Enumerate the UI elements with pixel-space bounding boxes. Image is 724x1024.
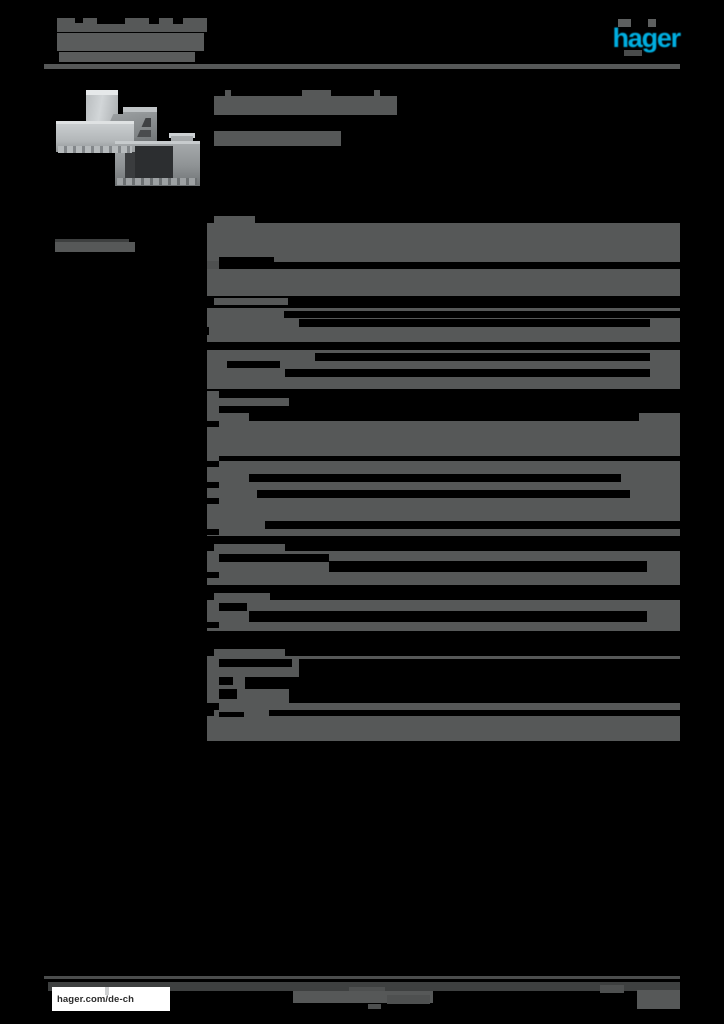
- title-notch: [97, 18, 125, 24]
- spec-row-gap: [207, 482, 219, 488]
- spec-row-gap: [219, 554, 329, 562]
- spec-row-gap: [315, 353, 650, 361]
- spec-row-gap: [207, 703, 219, 710]
- spec-label-cap: [214, 544, 285, 551]
- header-divider: [44, 64, 680, 69]
- logo-redaction: [624, 50, 642, 56]
- spec-row-gap: [207, 529, 219, 535]
- page-title-line-1: [57, 18, 207, 32]
- footer-center-text: [368, 1004, 381, 1009]
- product-name-ascender: [302, 90, 331, 98]
- hager-logo: hager: [596, 19, 681, 56]
- page-header: hager: [0, 0, 724, 80]
- spec-row-gap: [245, 677, 680, 689]
- spec-row-gap: [299, 319, 650, 327]
- product-photo: [53, 88, 203, 190]
- hager-website-url-text: hager.com/de-ch: [57, 993, 134, 1005]
- product-name-ascender: [374, 90, 380, 98]
- page-title-line-3: [59, 52, 195, 62]
- spec-row-gap: [207, 741, 680, 744]
- module-perforation-strip: [117, 178, 197, 185]
- footer-band: [48, 982, 680, 991]
- spec-row-gap: [207, 536, 680, 543]
- product-name-heading: [207, 88, 680, 116]
- spec-row-gap: [219, 406, 680, 413]
- logo-redaction: [618, 19, 631, 27]
- product-reference-text: [214, 131, 341, 146]
- logo-redaction: [648, 19, 656, 27]
- spec-row-gap: [329, 561, 647, 572]
- spec-row-gap: [219, 603, 247, 611]
- spec-row-gap: [219, 677, 233, 685]
- footer-divider: [44, 976, 680, 979]
- module-side-top-edge: [169, 133, 195, 138]
- spec-row-marker: [207, 261, 219, 269]
- spec-row-gap: [207, 342, 680, 350]
- trunking-vertical-top-edge: [86, 90, 118, 95]
- page-title: [57, 18, 209, 62]
- product-name-text: [214, 96, 397, 115]
- product-name-ascender: [225, 90, 231, 98]
- spec-label-cap: [214, 593, 270, 600]
- spec-row-gap: [207, 498, 219, 504]
- spec-label-cap: [214, 216, 255, 223]
- spec-row-gap: [207, 327, 209, 335]
- footer-page-number: [600, 985, 624, 993]
- page-footer: [0, 976, 724, 1024]
- module-insert-center: [135, 146, 173, 182]
- spec-row-gap: [219, 257, 274, 264]
- spec-row-gap: [227, 361, 280, 368]
- footer-center-text: [387, 995, 430, 1004]
- spec-row-gap: [207, 631, 680, 649]
- module-back-slot: [129, 130, 151, 137]
- spec-row-gap: [265, 521, 680, 529]
- sidebar-heading-cap: [55, 239, 129, 243]
- spec-row-gap: [257, 490, 630, 498]
- spec-row-gap: [207, 461, 219, 467]
- module-back-top-edge: [123, 107, 157, 112]
- spec-row-gap: [299, 659, 680, 677]
- module-insert-left: [125, 152, 137, 180]
- spec-row-gap: [284, 311, 680, 318]
- trunking-horizontal-top-edge: [56, 121, 134, 126]
- spec-row-gap: [219, 712, 244, 717]
- hager-logo-text: hager: [612, 23, 681, 53]
- spec-row-gap: [289, 398, 680, 406]
- spec-row-gap: [285, 369, 650, 377]
- product-reference: [207, 131, 680, 147]
- trunking-perforation-strip: [58, 146, 132, 153]
- spec-row-gap: [219, 689, 237, 699]
- page-title-line-2: [57, 33, 204, 51]
- spec-row-gap: [249, 611, 647, 622]
- spec-row-gap: [219, 456, 680, 461]
- spec-row-gap: [249, 474, 621, 482]
- spec-label-cap: [214, 649, 285, 656]
- sidebar-heading: [55, 242, 135, 252]
- spec-row: [207, 269, 680, 296]
- spec-row-gap: [219, 391, 680, 398]
- spec-row: [207, 716, 680, 744]
- spec-row-gap: [249, 413, 639, 421]
- footer-center-text: [349, 987, 385, 994]
- module-front-top-edge: [115, 141, 200, 146]
- title-notch: [173, 18, 183, 24]
- spec-row-gap: [289, 689, 680, 703]
- spec-row-gap: [207, 622, 219, 628]
- spec-label-cap: [214, 298, 288, 305]
- title-notch: [149, 18, 159, 24]
- footer-page-number: [637, 990, 680, 1009]
- spec-row: [207, 223, 680, 262]
- spec-row-gap: [207, 572, 219, 578]
- spec-row-gap: [219, 659, 292, 667]
- spec-row-gap: [207, 421, 219, 427]
- hager-website-url[interactable]: hager.com/de-ch: [52, 987, 170, 1011]
- spec-row-gap: [207, 585, 680, 593]
- main-content: [207, 88, 680, 744]
